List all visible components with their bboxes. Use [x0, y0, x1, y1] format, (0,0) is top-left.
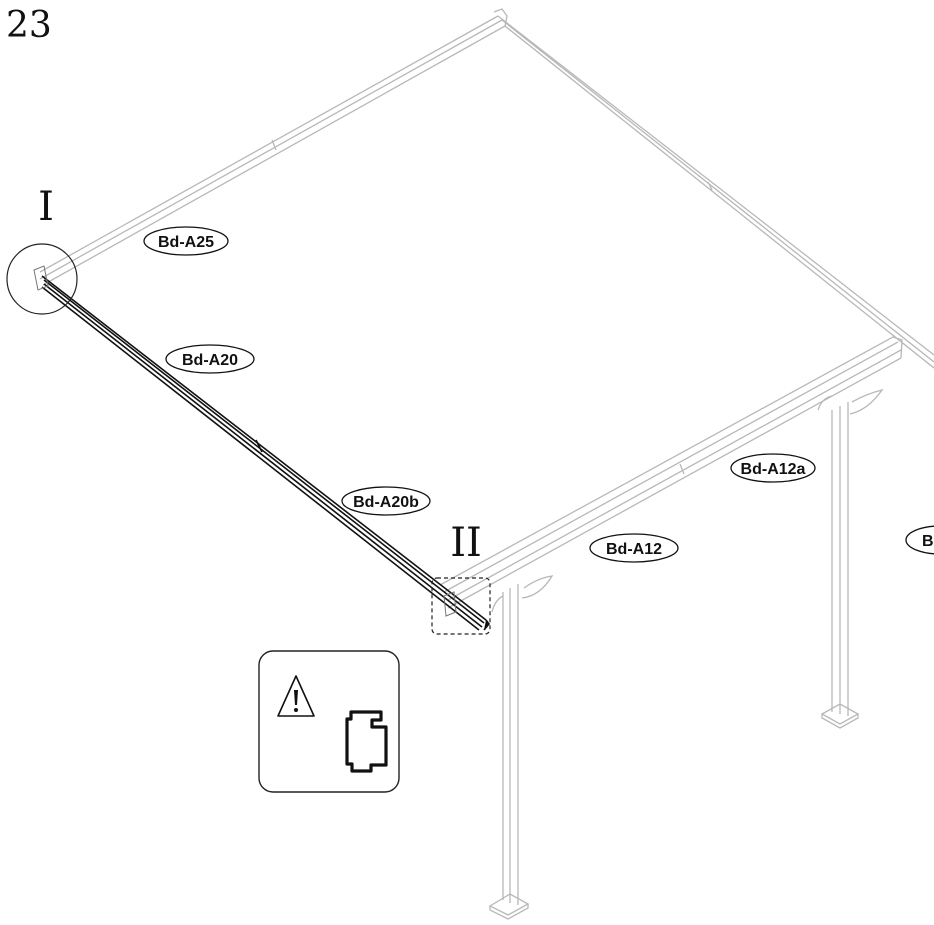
detail-marker-2: II	[450, 520, 482, 566]
detail-marker-1: I	[38, 184, 54, 230]
part-label-bd-a20: Bd-A20	[165, 344, 255, 374]
warning-triangle-icon	[277, 675, 315, 717]
warning-panel	[258, 650, 400, 793]
part-label-bd-a12a-text: Bd-A12a	[741, 461, 806, 478]
top-rail	[39, 8, 508, 286]
detail-circle-1	[6, 243, 78, 315]
part-label-bd-a12-text: Bd-A12	[606, 541, 662, 558]
right-front-post	[817, 388, 884, 729]
part-label-bd-a25: Bd-A25	[143, 226, 229, 256]
part-label-bd-a25-text: Bd-A25	[158, 234, 214, 251]
left-front-post	[488, 575, 554, 920]
part-label-bd-a12a: Bd-A12a	[730, 453, 816, 483]
part-label-bd-a20b-text: Bd-A20b	[353, 494, 419, 511]
beam-profile-icon	[345, 710, 388, 773]
part-label-bd-a20b: Bd-A20b	[341, 486, 431, 516]
part-label-bd-a20-text: Bd-A20	[182, 352, 238, 369]
part-label-partial-text: B	[922, 533, 934, 550]
front-beam	[439, 336, 903, 609]
side-beam	[41, 275, 491, 631]
detail-box-2	[431, 577, 491, 635]
step-number: 23	[6, 5, 52, 46]
part-label-partial: B	[905, 525, 934, 555]
right-rail	[497, 15, 934, 369]
part-label-bd-a12: Bd-A12	[589, 533, 679, 563]
